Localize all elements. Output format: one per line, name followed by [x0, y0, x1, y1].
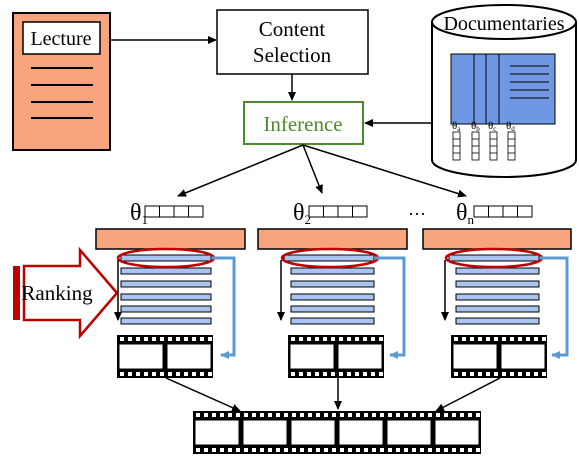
ranking-column-1	[95, 228, 246, 359]
documentaries-database: Documentaries θa θb θc	[431, 4, 577, 178]
documentary-theta-d: θd	[506, 120, 516, 161]
output-video-film-strip	[193, 411, 481, 454]
lecture-label: Lecture	[30, 28, 91, 50]
svg-text:θn: θn	[456, 200, 475, 227]
documentaries-table	[450, 53, 556, 125]
svg-text:θa: θa	[452, 120, 461, 133]
film-frame	[118, 343, 164, 370]
ranking-label: Ranking	[21, 281, 93, 305]
topics-ellipsis: …	[408, 199, 426, 219]
film-frame	[290, 419, 336, 446]
film-frame	[166, 343, 212, 370]
topic-header-bar	[422, 228, 572, 250]
arrow-inference-to-topic-2	[302, 144, 323, 194]
film-frame	[289, 343, 335, 370]
topic-theta-n: θn	[456, 200, 533, 227]
content-selection-line2: Selection	[253, 43, 332, 67]
topic-theta-2: θ2	[293, 200, 368, 227]
film-frame	[386, 419, 432, 446]
documentary-theta-a: θa	[452, 120, 461, 161]
documentaries-label: Documentaries	[443, 13, 564, 35]
svg-text:θ1: θ1	[130, 200, 148, 227]
arrow-film-1-to-output	[165, 377, 241, 412]
film-frame	[337, 343, 383, 370]
film-strip-topic-1	[117, 335, 213, 378]
topic-header-bar	[257, 228, 408, 250]
film-frame	[242, 419, 288, 446]
lecture-document: Lecture	[12, 12, 111, 151]
arrow-inference-to-topic-1	[177, 144, 304, 197]
svg-text:θ2: θ2	[293, 200, 311, 227]
film-frame	[452, 343, 498, 370]
inference-label: Inference	[263, 112, 342, 136]
ranking-column-n	[422, 228, 572, 359]
content-selection-box: Content Selection	[216, 9, 369, 75]
film-frame	[338, 419, 384, 446]
svg-text:θd: θd	[506, 120, 515, 133]
arrow-inference-to-topic-n	[302, 144, 467, 198]
film-frame	[194, 419, 240, 446]
film-strip-topic-2	[288, 335, 384, 378]
ranking-arrow: Ranking	[13, 246, 119, 340]
content-selection-line1: Content	[259, 17, 326, 41]
documentary-theta-c: θc	[488, 120, 498, 161]
inference-box: Inference	[243, 101, 364, 145]
arrow-film-n-to-output	[435, 377, 501, 412]
film-strip-topic-n	[451, 335, 547, 378]
topic-theta-1: θ1	[130, 200, 204, 227]
svg-text:θc: θc	[488, 120, 496, 133]
svg-text:θb: θb	[471, 120, 480, 133]
documentary-theta-b: θb	[471, 120, 480, 161]
film-frame	[500, 343, 546, 370]
film-frame	[434, 419, 480, 446]
ranking-column-2	[257, 228, 408, 359]
topic-header-bar	[95, 228, 246, 250]
